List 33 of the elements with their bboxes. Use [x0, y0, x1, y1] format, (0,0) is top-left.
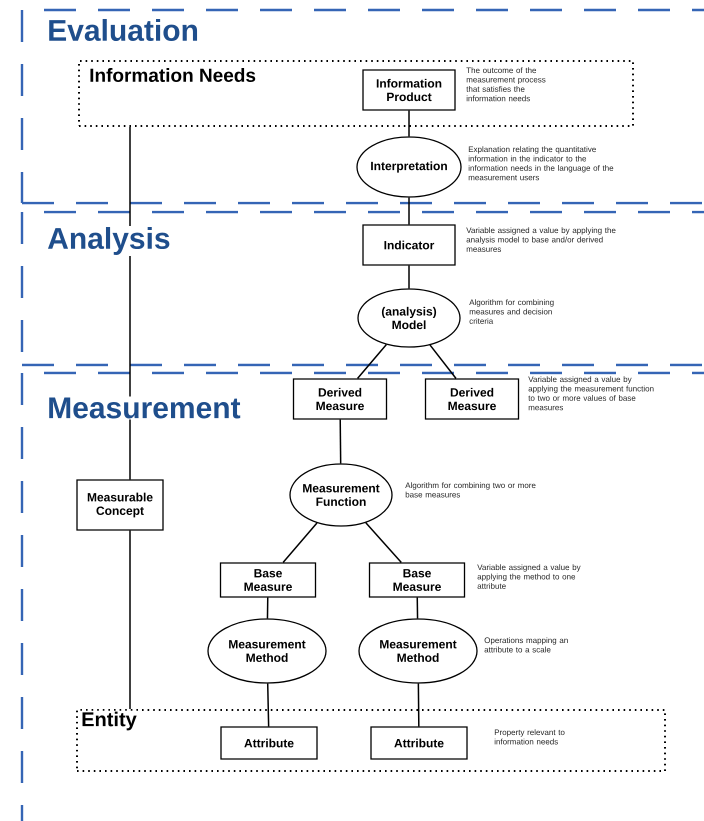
concept-box: Attribute	[370, 726, 468, 760]
description-text: Variable assigned a value by applying the analysis model to base and/or derived measures	[466, 227, 616, 252]
concept-box: Derived Measure	[424, 378, 520, 420]
connector-line	[266, 684, 270, 726]
description-text: Explanation relating the quantitative information in the indicator to the information needs in the language of the measurement users	[468, 146, 614, 180]
connector-line	[408, 198, 410, 224]
connector-line	[339, 420, 342, 464]
section-heading: Analysis	[46, 226, 172, 256]
connector-line	[408, 110, 410, 136]
concept-box: Derived Measure	[292, 378, 388, 420]
concept-box: Information Product	[362, 69, 456, 111]
description-text: Variable assigned a value by applying the method to one attribute	[477, 564, 581, 589]
description-text: The outcome of the measurement process that satisfies the information needs	[466, 67, 546, 102]
connector-line	[129, 530, 131, 709]
description-text: Variable assigned a value by applying the measurement function to two or more values of base measures	[528, 376, 654, 410]
concept-box: Base Measure	[220, 562, 316, 598]
section-heading: Measurement	[46, 396, 242, 420]
description-text: Algorithm for combining two or more base measures	[405, 482, 536, 498]
description-text: Property relevant to information needs	[494, 729, 565, 744]
connector-line	[282, 522, 318, 563]
description-text: Operations mapping an attribute to a scale	[484, 637, 568, 652]
concept-box: Base Measure	[368, 562, 466, 598]
concept-box: Attribute	[220, 726, 318, 760]
connector-line	[408, 266, 410, 288]
concept-box: Measurable Concept	[76, 479, 164, 531]
connector-line	[365, 522, 402, 563]
description-text: Algorithm for combining measures and decision criteria	[469, 299, 554, 324]
connector-line	[357, 344, 387, 379]
concept-box: Indicator	[362, 224, 456, 266]
connector-line	[416, 598, 418, 618]
connector-line	[418, 684, 420, 726]
connector-line	[266, 598, 268, 618]
connector-line	[429, 344, 457, 379]
